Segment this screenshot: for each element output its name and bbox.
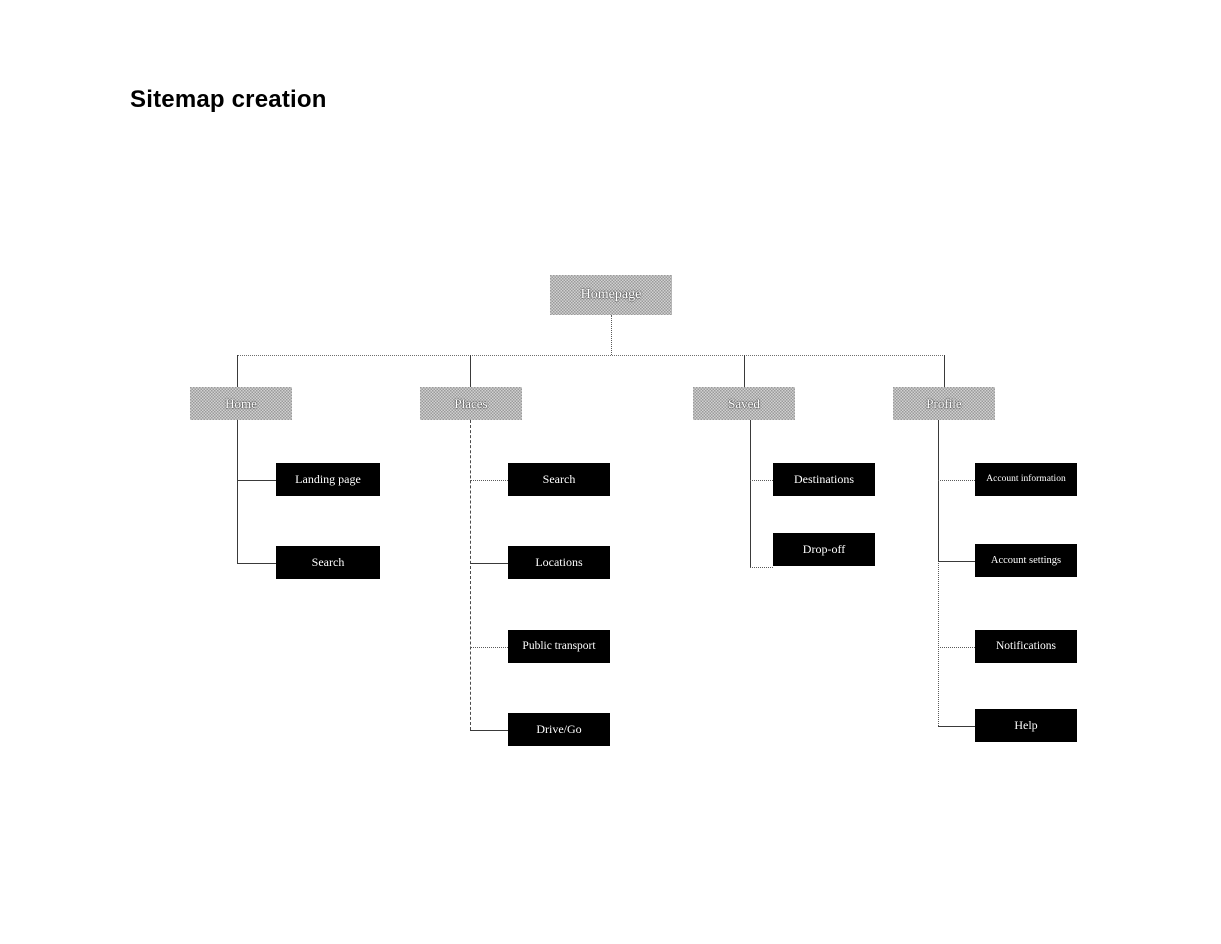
node-leaf-account-settings[interactable]: Account settings	[975, 544, 1077, 577]
connector-profile-spine-lower	[938, 561, 939, 726]
node-leaf-places-search[interactable]: Search	[508, 463, 610, 496]
connector-places-to-drive-go	[470, 730, 508, 731]
connector-drop-saved	[744, 355, 745, 387]
connector-places-to-search	[470, 480, 508, 481]
connector-home-spine	[237, 420, 238, 563]
node-leaf-home-search[interactable]: Search	[276, 546, 380, 579]
connector-profile-spine-upper	[938, 420, 939, 561]
connector-home-to-landing-page	[237, 480, 276, 481]
connector-drop-profile	[944, 355, 945, 387]
node-leaf-help[interactable]: Help	[975, 709, 1077, 742]
node-leaf-account-information[interactable]: Account information	[975, 463, 1077, 496]
node-leaf-drop-off[interactable]: Drop-off	[773, 533, 875, 566]
connector-saved-to-destinations	[750, 480, 773, 481]
connector-root-stem	[611, 315, 612, 355]
node-section-saved[interactable]: Saved	[693, 387, 795, 420]
node-leaf-drive-go[interactable]: Drive/Go	[508, 713, 610, 746]
connector-home-to-search	[237, 563, 276, 564]
connector-profile-to-help	[938, 726, 975, 727]
node-leaf-landing-page[interactable]: Landing page	[276, 463, 380, 496]
connector-places-spine	[470, 420, 471, 730]
connector-drop-places	[470, 355, 471, 387]
node-leaf-public-transport[interactable]: Public transport	[508, 630, 610, 663]
connector-profile-to-account-settings	[938, 561, 975, 562]
connector-saved-spine	[750, 420, 751, 567]
node-leaf-locations[interactable]: Locations	[508, 546, 610, 579]
connector-profile-to-account-information	[938, 480, 975, 481]
node-section-profile[interactable]: Profile	[893, 387, 995, 420]
node-leaf-notifications[interactable]: Notifications	[975, 630, 1077, 663]
connector-saved-to-drop-off	[750, 567, 773, 568]
connector-drop-home	[237, 355, 238, 387]
connector-places-to-locations	[470, 563, 508, 564]
node-section-places[interactable]: Places	[420, 387, 522, 420]
connector-places-to-public-transport	[470, 647, 508, 648]
node-homepage[interactable]: Homepage	[550, 275, 672, 315]
node-section-home[interactable]: Home	[190, 387, 292, 420]
connector-profile-to-notifications	[938, 647, 975, 648]
page-title: Sitemap creation	[130, 86, 327, 113]
node-leaf-destinations[interactable]: Destinations	[773, 463, 875, 496]
connector-level2-bus	[237, 355, 945, 356]
